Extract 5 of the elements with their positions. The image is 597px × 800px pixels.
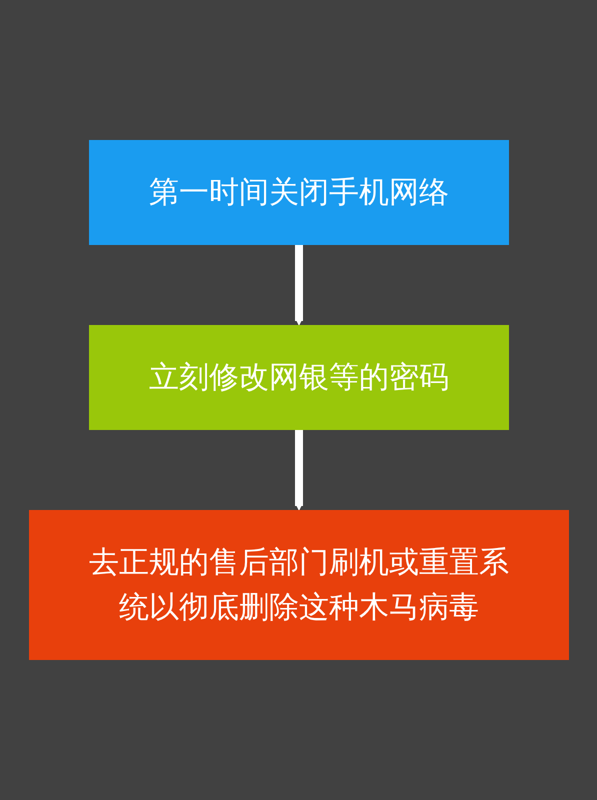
arrow bbox=[294, 245, 303, 326]
node-box: 去正规的售后部门刷机或重置系统以彻底删除这种木马病毒 bbox=[28, 510, 568, 660]
node-box: 第一时间关闭手机网络 bbox=[88, 140, 508, 245]
arrow bbox=[294, 430, 303, 510]
node-box: 立刻修改网银等的密码 bbox=[88, 325, 508, 430]
